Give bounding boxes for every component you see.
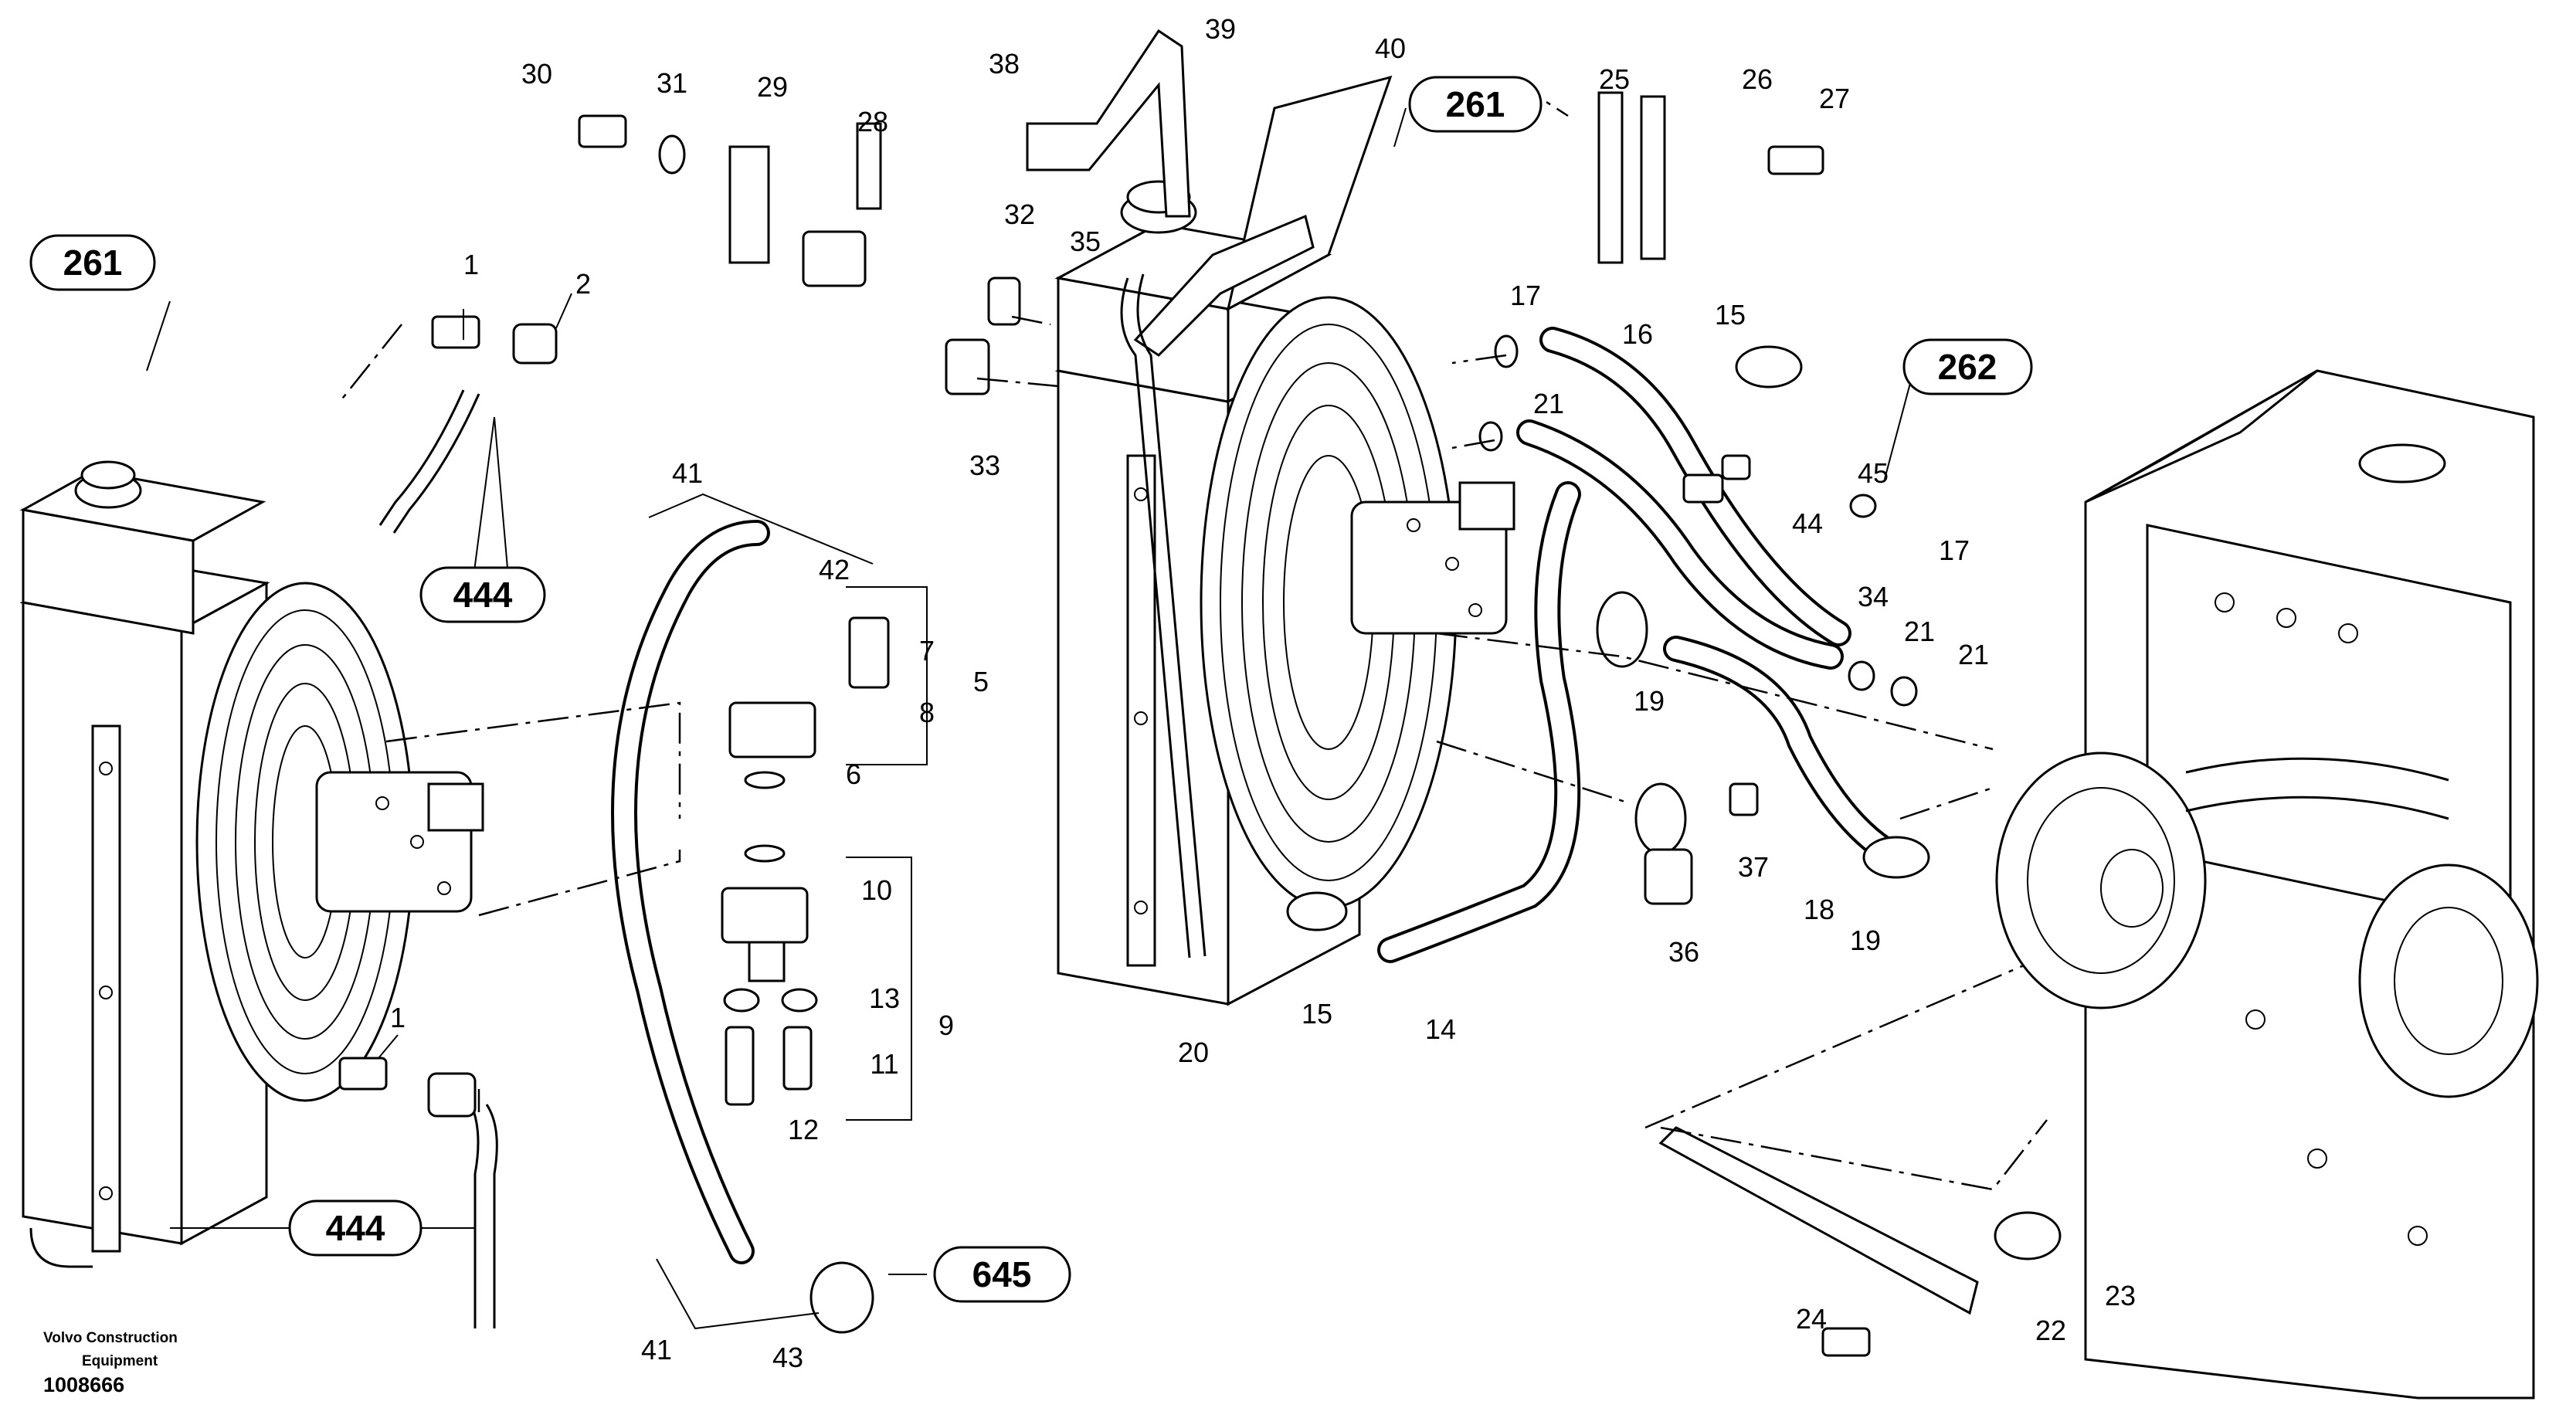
part-label: 24	[1796, 1303, 1827, 1335]
hoses	[378, 327, 1979, 1328]
part-label: 35	[1070, 226, 1101, 257]
part-label: 15	[1302, 998, 1332, 1030]
reference-callout-444-upper: 444	[419, 566, 546, 623]
part-label: 10	[861, 874, 892, 906]
part-label: 20	[1178, 1036, 1209, 1068]
part-label: 41	[641, 1334, 672, 1366]
part-label: 6	[846, 758, 861, 790]
part-label: 11	[870, 1048, 898, 1080]
reference-label: 444	[453, 575, 513, 615]
part-label: 34	[1858, 581, 1889, 612]
part-label: 36	[1668, 936, 1699, 968]
reference-label: 645	[972, 1254, 1032, 1294]
part-label: 12	[788, 1114, 819, 1145]
part-label: 1	[390, 1002, 406, 1033]
part-label: 16	[1622, 318, 1653, 350]
reference-label: 261	[1446, 84, 1505, 124]
reference-callout-645: 645	[933, 1246, 1071, 1303]
part-label: 21	[1904, 616, 1935, 647]
part-label: 38	[989, 48, 1020, 80]
part-label: 26	[1742, 63, 1773, 95]
reference-callout-261-left: 261	[29, 234, 156, 291]
part-label: 31	[657, 67, 687, 99]
left-radiator-assembly	[19, 460, 484, 1268]
part-label: 9	[938, 1009, 954, 1041]
part-label: 2	[575, 268, 591, 300]
company-name-line-1: Volvo Construction	[43, 1330, 178, 1346]
part-label: 21	[1533, 388, 1564, 419]
part-label: 13	[869, 982, 900, 1014]
part-label: 5	[973, 666, 989, 697]
part-label: 28	[857, 106, 888, 137]
drawing-footer: Volvo Construction Equipment 1008666	[43, 1327, 244, 1396]
part-label: 45	[1858, 457, 1889, 489]
part-label: 8	[919, 697, 935, 728]
part-label: 40	[1375, 32, 1406, 64]
reference-callout-262: 262	[1902, 338, 2033, 395]
part-label: 14	[1425, 1013, 1456, 1045]
part-label: 25	[1599, 63, 1630, 95]
reference-callout-261-center: 261	[1408, 76, 1543, 133]
center-radiator-assembly	[1026, 29, 1515, 1006]
leader-lines	[146, 107, 1916, 1330]
engine-assembly	[1995, 369, 2539, 1400]
company-name-line-2: Equipment	[82, 1353, 158, 1369]
part-label: 37	[1738, 851, 1769, 883]
reference-label: 444	[326, 1208, 385, 1248]
part-label: 33	[969, 450, 1000, 481]
reference-label: 261	[63, 243, 123, 283]
part-label: 7	[919, 635, 935, 667]
part-label: 41	[672, 457, 703, 489]
small-parts	[338, 91, 2062, 1357]
part-label: 42	[819, 554, 850, 585]
part-label: 18	[1804, 894, 1834, 925]
part-label: 17	[1939, 534, 1970, 566]
part-label: 27	[1819, 83, 1850, 114]
reference-callout-444-lower: 444	[288, 1199, 423, 1257]
drawing-number: 1008666	[43, 1373, 125, 1396]
part-label: 22	[2035, 1315, 2066, 1346]
part-label: 23	[2105, 1280, 2136, 1311]
reference-label: 262	[1938, 347, 1997, 387]
part-label: 21	[1958, 639, 1989, 670]
part-label: 1	[463, 249, 479, 280]
part-label: 30	[521, 58, 552, 90]
part-label: 15	[1715, 299, 1746, 331]
part-label: 44	[1792, 507, 1823, 539]
part-labels: 1 2 1 30 31 29 28 38 39 40 32 35 33 25 2…	[390, 13, 2136, 1373]
part-label: 32	[1004, 198, 1035, 230]
part-label: 17	[1510, 280, 1541, 311]
part-label: 19	[1634, 685, 1665, 717]
part-label: 39	[1205, 13, 1236, 45]
part-label: 43	[772, 1342, 803, 1373]
part-label: 29	[757, 71, 788, 103]
part-label: 19	[1850, 925, 1881, 956]
